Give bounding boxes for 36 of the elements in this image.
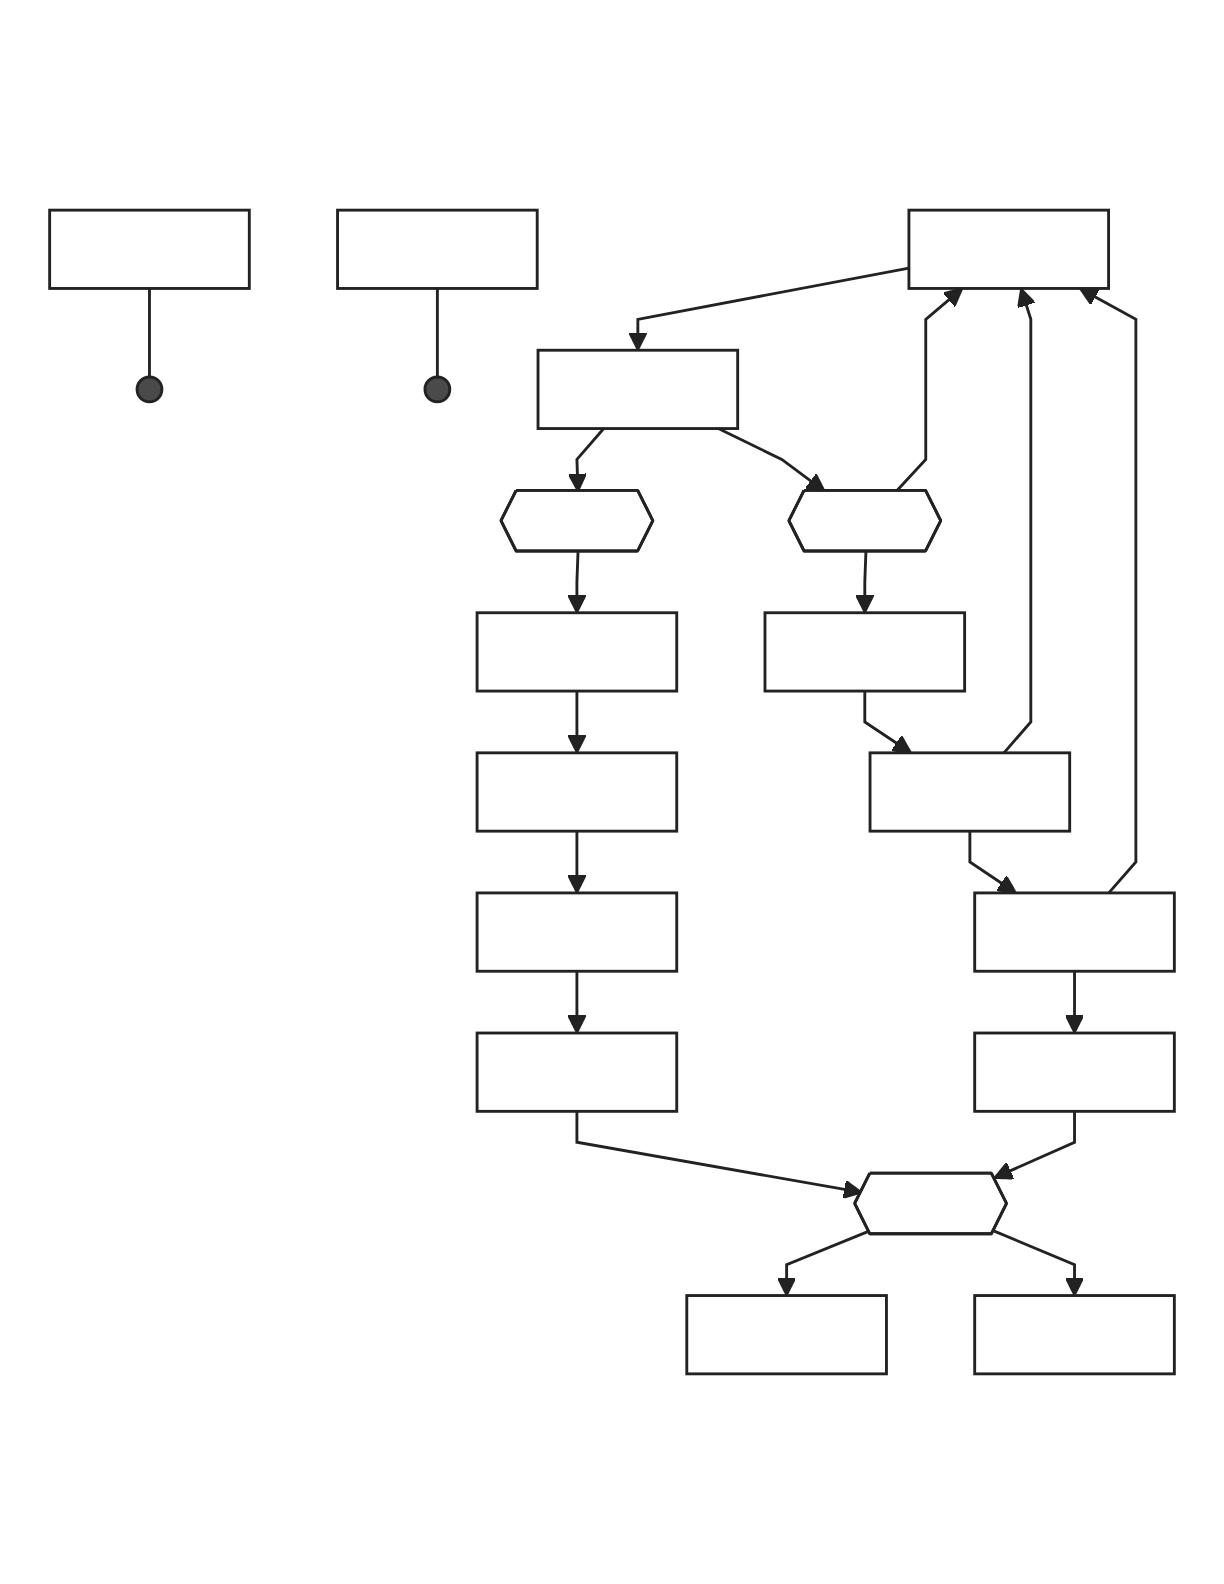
node-box bbox=[48, 208, 251, 290]
node-box bbox=[475, 751, 679, 833]
arrow bbox=[993, 1111, 1076, 1180]
connector bbox=[148, 288, 151, 377]
arrow bbox=[776, 1229, 870, 1297]
node-box bbox=[868, 751, 1072, 833]
node-box bbox=[973, 891, 1176, 973]
arrow bbox=[895, 287, 964, 493]
arrow bbox=[993, 1229, 1085, 1297]
arrow bbox=[863, 691, 912, 754]
arrow bbox=[1078, 287, 1138, 894]
arrow bbox=[1064, 971, 1085, 1034]
arrow bbox=[575, 1111, 863, 1199]
arrow bbox=[567, 427, 605, 493]
node-box bbox=[973, 1031, 1176, 1113]
node-box bbox=[536, 348, 740, 430]
node-box bbox=[475, 611, 679, 693]
node-box bbox=[973, 1294, 1176, 1376]
connector bbox=[435, 288, 439, 377]
arrow bbox=[717, 427, 826, 493]
arrow bbox=[855, 552, 875, 614]
arrow bbox=[567, 971, 587, 1034]
node-box bbox=[475, 891, 679, 973]
node-box bbox=[763, 611, 967, 693]
node-box bbox=[475, 1031, 679, 1113]
node-circle bbox=[135, 375, 164, 404]
node-circle bbox=[423, 375, 452, 404]
node-box bbox=[336, 208, 539, 290]
arrow bbox=[567, 552, 587, 614]
arrow bbox=[567, 691, 587, 754]
arrow bbox=[968, 831, 1017, 894]
arrow bbox=[628, 266, 910, 352]
node-box bbox=[685, 1294, 888, 1376]
arrow bbox=[1002, 287, 1036, 754]
arrow bbox=[567, 831, 587, 894]
node-box bbox=[907, 208, 1110, 290]
